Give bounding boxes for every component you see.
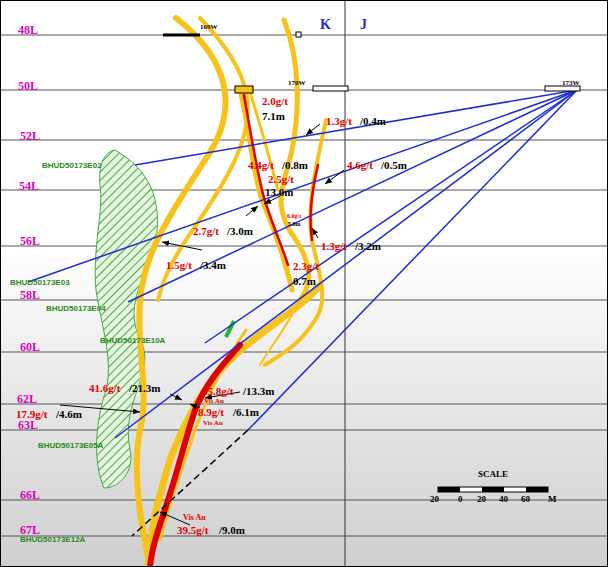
grade: 39.5g/t [177,525,208,536]
grade: 2.7g/t [193,226,219,237]
level-label: 58L [20,289,40,301]
grade: 2.5g/t [268,174,294,185]
scale-bar [438,487,548,492]
level-lines [0,35,608,536]
hatched-zone [95,150,157,488]
hole-id: BHUD50173E02 [42,162,102,170]
level-label: 52L [20,130,40,142]
width: /3.4m [200,260,226,271]
grade: 4.4g/t [248,160,274,171]
section-letter: J [360,18,367,32]
hole-id: BHUD50173E12A [20,536,85,544]
width: /3.0m [227,226,253,237]
scale-unit: M [548,495,557,504]
level-label: 50L [18,80,38,92]
grade: 65.8g/t [202,386,233,397]
scale-number: 0 [458,495,463,504]
hole-id: BHUD50173E04 [46,305,106,313]
vis-au: Vis Au [204,398,224,405]
grade: 2.3g/t [293,261,319,272]
level-label: 63L [18,419,38,431]
scale-number: 40 [499,495,508,504]
grade: 17.9g/t [16,409,47,420]
width: /13.3m [243,386,274,397]
section-letter: K [320,18,331,32]
hole-id: BHUD50173E05A [38,442,103,450]
leader-lines [60,124,344,525]
width: 7.1m [262,111,285,122]
ore-shoots [150,95,318,567]
grade: 4.6g/t [347,160,373,171]
level-label: 56L [20,235,40,247]
width: /0.8m [282,160,308,171]
grade: 2.0g/t [262,96,288,107]
grade: 41.6g/t [89,383,120,394]
section-label: 169W [200,24,218,31]
grade: 1.3g/t [326,116,352,127]
scale-number: 60 [521,495,530,504]
hole-id: BHUD50173E10A [100,337,165,345]
width: 13.0m [265,187,293,198]
width: 0.7m [293,276,316,287]
drill-holes [28,90,577,438]
width: /3.2m [355,241,381,252]
vis-au: Vis Au [183,514,206,522]
level-label: 62L [17,393,37,405]
width: /21.3m [129,383,160,394]
width: /6.1m [233,407,259,418]
level-label: 48L [18,24,38,36]
section-label: 170W [288,80,306,87]
width: 5.8m [288,221,301,227]
vis-au: Vis Au [203,420,223,427]
hole-id: BHUD50173E03 [10,279,70,287]
width: /4.6m [56,409,82,420]
grade: 8.9g/t [198,407,224,418]
width: /9.0m [219,525,245,536]
width: /0.4m [360,116,386,127]
width: /0.5m [381,160,407,171]
scale-title: SCALE [478,470,508,479]
scale-number: 20 [430,495,439,504]
grade: 6.0g/t [287,213,301,219]
grade: 1.5g/t [166,260,192,271]
grade: 1.3g/t [321,241,347,252]
level-label: 67L [20,524,40,536]
section-label: 173W [562,80,580,87]
veins [137,18,326,567]
level-label: 60L [20,341,40,353]
level-label: 66L [20,489,40,501]
scale-number: 20 [477,495,486,504]
level-label: 54L [19,180,39,192]
